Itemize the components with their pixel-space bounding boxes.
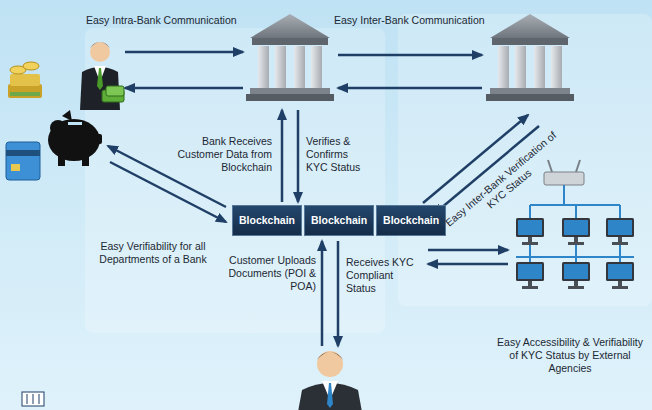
annotation-label: Receives KYC Compliant Status xyxy=(346,256,418,295)
block-label: Blockchain xyxy=(239,214,295,227)
card-icon xyxy=(6,142,40,180)
bank-building xyxy=(246,14,334,101)
piggy-bank-icon xyxy=(48,110,102,166)
blockchain-block: Blockchain xyxy=(376,205,446,236)
annotation-label: Customer Uploads Documents (POI & POA) xyxy=(222,254,316,293)
annotation-label: Easy Inter-Bank Communication xyxy=(334,14,484,27)
document-icon xyxy=(22,392,44,406)
annotation-label: Bank Receives Customer Data from Blockch… xyxy=(168,135,272,174)
annotation-label: Verifies & Confirms KYC Status xyxy=(306,135,368,174)
annotation-label: Easy Intra-Bank Communication xyxy=(86,14,256,27)
background-panel xyxy=(85,28,385,333)
block-label: Blockchain xyxy=(383,214,439,227)
annotation-label: Easy Verifiability for all Departments o… xyxy=(92,240,214,266)
money-icon xyxy=(8,62,42,98)
blockchain-block: Blockchain xyxy=(232,205,302,236)
network-icon xyxy=(516,160,634,289)
blockchain-block: Blockchain xyxy=(304,205,374,236)
banker-figure xyxy=(80,42,124,110)
bank-building xyxy=(486,14,574,101)
customer-figure xyxy=(298,351,362,410)
background-panel xyxy=(398,14,652,306)
block-label: Blockchain xyxy=(311,214,367,227)
annotation-label: Easy Accessibility & Verifiability of KY… xyxy=(494,336,646,375)
